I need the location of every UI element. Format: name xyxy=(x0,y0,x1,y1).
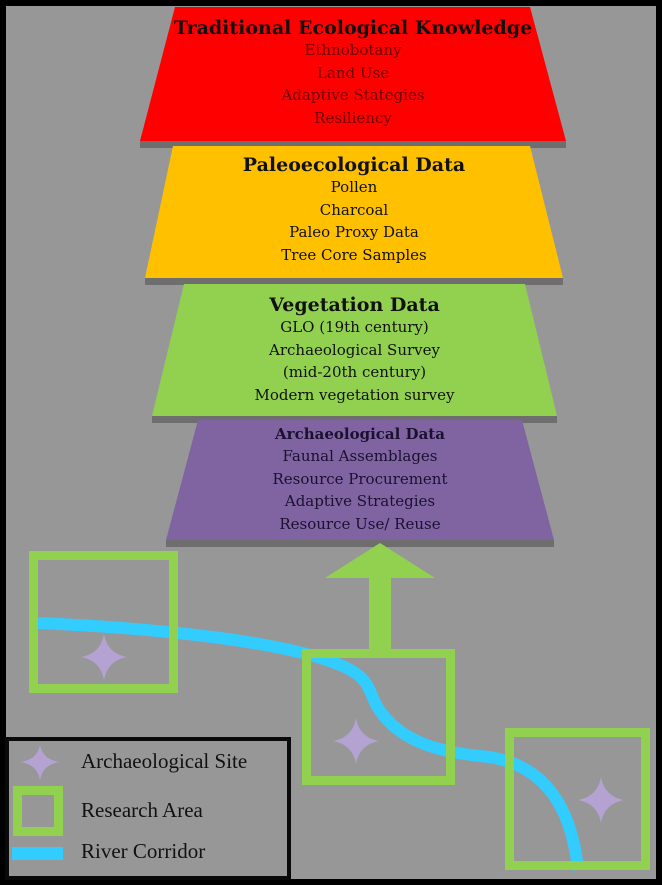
tier-item: Modern vegetation survey xyxy=(254,385,455,404)
tier-traditional-ecological-knowledge: Traditional Ecological Knowledge Ethnobo… xyxy=(140,17,566,129)
tier-green-trapezoid xyxy=(152,284,557,416)
tier-item: Tree Core Samples xyxy=(281,245,427,264)
tier-item: Adaptive Strategies xyxy=(284,492,436,510)
star-icon xyxy=(20,745,60,780)
research-area-1 xyxy=(29,551,178,693)
legend: Archaeological Site Research Area River … xyxy=(5,737,291,880)
tier-title: Traditional Ecological Knowledge xyxy=(173,17,533,39)
tier-title: Paleoecological Data xyxy=(242,154,466,176)
river-corridor xyxy=(37,617,584,871)
legend-label-research-area: Research Area xyxy=(81,798,203,822)
tier-yellow-trapezoid xyxy=(145,146,563,278)
tier-archaeological-data: Archaeological Data Faunal Assemblages R… xyxy=(166,423,554,535)
archaeological-site-star-icon xyxy=(81,634,127,680)
tier-item: Resource Use/ Reuse xyxy=(279,514,441,533)
tier-item: Resource Procurement xyxy=(272,469,448,488)
tier-purple-trapezoid xyxy=(166,420,554,540)
legend-icons xyxy=(12,745,63,860)
archaeological-site-star-icon xyxy=(578,777,624,823)
tier-item: Adaptive Stategies xyxy=(281,86,425,104)
legend-label-archaeological-site: Archaeological Site xyxy=(81,749,248,773)
tier-paleoecological-data: Paleoecological Data Pollen Charcoal Pal… xyxy=(145,154,563,266)
up-arrow-icon xyxy=(325,543,435,655)
tier-item: Faunal Assemblages xyxy=(282,447,438,465)
tier-item: Paleo Proxy Data xyxy=(289,223,419,241)
tier-item: Land Use xyxy=(316,63,390,82)
tier-item: GLO (19th century) xyxy=(280,318,429,336)
tier-shadow xyxy=(145,278,563,285)
tier-shadow xyxy=(166,540,554,547)
archaeological-site-star-icon xyxy=(333,718,379,764)
research-area-2 xyxy=(302,649,455,785)
tier-red-trapezoid xyxy=(140,7,566,141)
tier-item: Charcoal xyxy=(319,200,389,219)
tier-item: Ethnobotany xyxy=(304,41,402,59)
tier-item: Archaeological Survey xyxy=(269,340,440,359)
tier-vegetation-data: Vegetation Data GLO (19th century) Archa… xyxy=(152,294,557,406)
square-outline-icon xyxy=(13,786,63,836)
tier-item: Pollen xyxy=(330,178,378,196)
tier-title: Archaeological Data xyxy=(275,425,445,443)
legend-label-river-corridor: River Corridor xyxy=(81,839,206,863)
tier-title: Vegetation Data xyxy=(269,294,440,316)
research-area-3 xyxy=(505,728,650,870)
tier-item: (mid-20th century) xyxy=(282,363,427,381)
river-bar-icon xyxy=(12,847,63,860)
tier-item: Resiliency xyxy=(314,108,392,127)
